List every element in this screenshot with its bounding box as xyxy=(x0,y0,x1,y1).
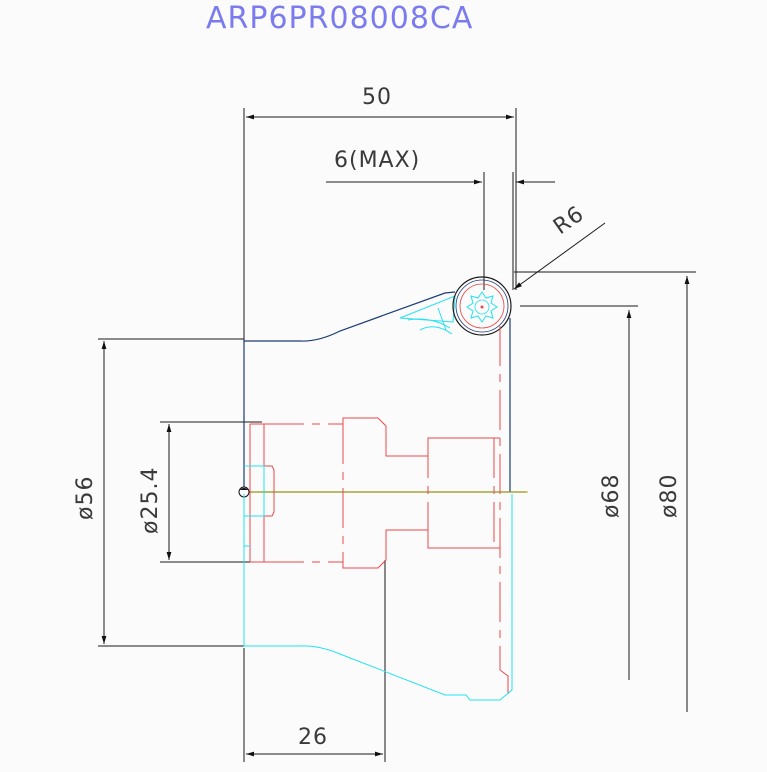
dimension-diameter-80: ø80 xyxy=(514,271,696,712)
part-number-title: ARP6PR08008CA xyxy=(206,1,473,36)
dimension-max-depth: 6(MAX) xyxy=(326,148,555,290)
dimension-width-50: 50 xyxy=(243,85,517,430)
dimension-label-r6: R6 xyxy=(549,201,589,239)
dimension-hub-width-26: 26 xyxy=(243,560,386,762)
dimension-label-6max: 6(MAX) xyxy=(334,148,420,173)
dimension-radius-r6: R6 xyxy=(513,201,606,290)
dimension-label-50: 50 xyxy=(362,85,392,110)
insert-circle xyxy=(452,276,512,336)
dimension-label-68: ø68 xyxy=(599,474,624,518)
cutter-body-outline-bottom xyxy=(243,465,513,701)
cutter-body-outline-top xyxy=(243,291,526,493)
dimension-label-25-4: ø25.4 xyxy=(138,467,163,534)
dimension-label-56: ø56 xyxy=(73,476,98,520)
dimension-label-80: ø80 xyxy=(657,474,682,518)
dimension-label-26: 26 xyxy=(298,725,328,750)
hidden-bore-lines xyxy=(249,326,509,694)
dimension-diameter-25-4: ø25.4 xyxy=(138,421,262,563)
dimension-diameter-56: ø56 xyxy=(73,338,244,647)
dimension-diameter-68: ø68 xyxy=(520,305,638,680)
insert-seat-detail xyxy=(399,295,456,335)
